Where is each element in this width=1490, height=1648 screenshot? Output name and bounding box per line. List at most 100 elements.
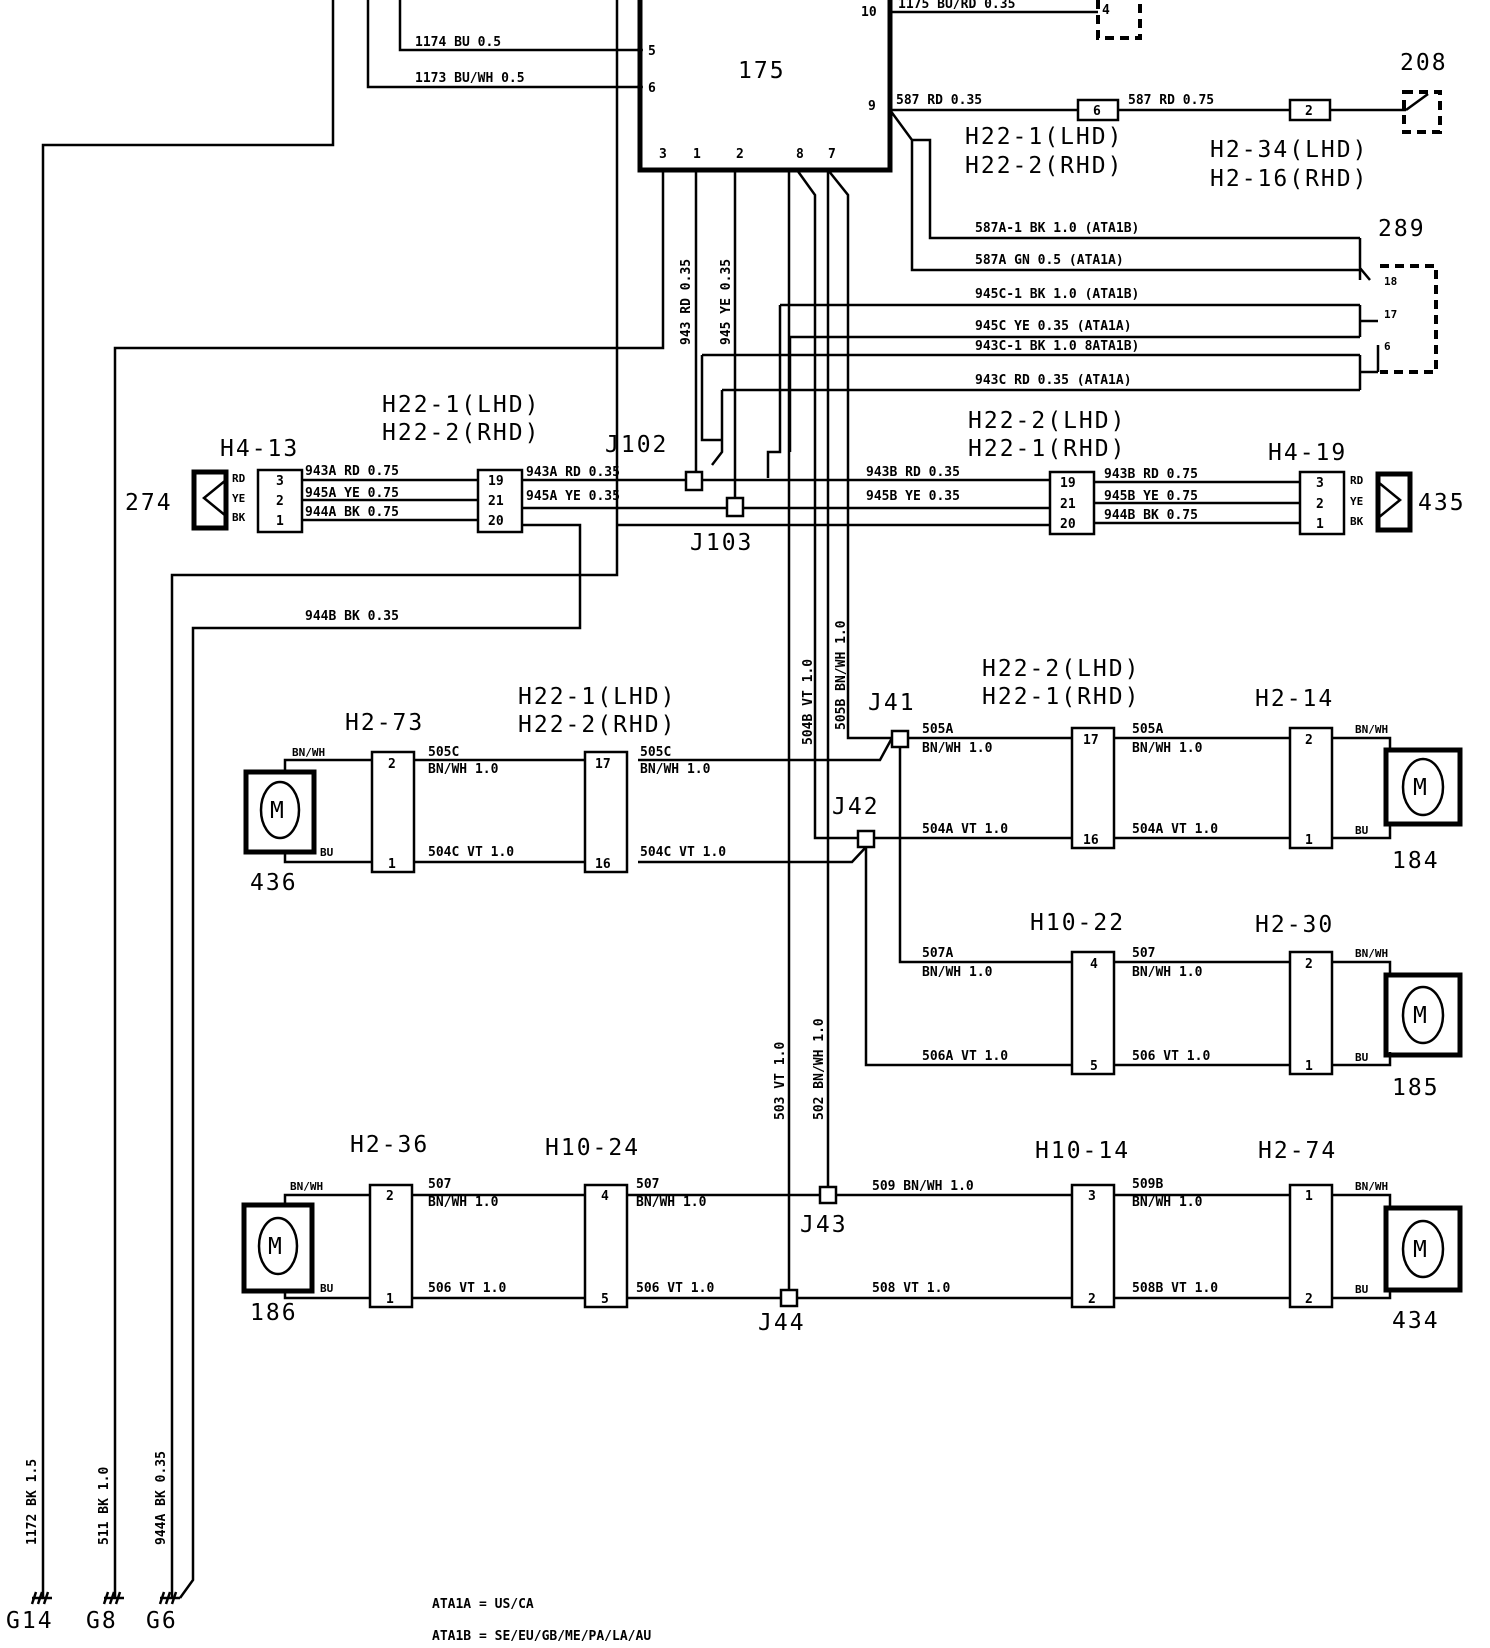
junction-j102: J102 bbox=[605, 432, 668, 458]
svg-text:20: 20 bbox=[1060, 517, 1076, 532]
wire-945c-1: 945C-1 BK 1.0 (ATA1B) bbox=[975, 287, 1139, 302]
wire-509b-spec: BN/WH 1.0 bbox=[1132, 1195, 1203, 1210]
wire-507a-spec: BN/WH 1.0 bbox=[922, 965, 993, 980]
speaker-274 bbox=[191, 469, 229, 531]
label-h22-1-rhd-mid: H22-1(RHD) bbox=[968, 436, 1126, 462]
wire-944b-075: 944B BK 0.75 bbox=[1104, 508, 1198, 523]
connector-h10-24 bbox=[583, 1183, 629, 1309]
connector-h22-436 bbox=[583, 750, 629, 874]
label-h22-1-lhd-mid: H22-1(LHD) bbox=[382, 392, 540, 418]
wire-943b-035: 943B RD 0.35 bbox=[866, 465, 960, 480]
svg-text:2: 2 bbox=[1316, 497, 1324, 512]
component-435: 435 bbox=[1418, 490, 1466, 516]
wire-943c-1: 943C-1 BK 1.0 8ATA1B) bbox=[975, 339, 1139, 354]
connector-h2-74 bbox=[1288, 1183, 1334, 1309]
svg-text:2: 2 bbox=[1088, 1292, 1096, 1307]
label-h22-2-rhd-top: H22-2(RHD) bbox=[965, 153, 1123, 179]
svg-text:RD: RD bbox=[1350, 474, 1364, 487]
svg-text:4: 4 bbox=[1090, 957, 1098, 972]
wire-511: 511 BK 1.0 bbox=[97, 1467, 112, 1545]
svg-text:16: 16 bbox=[595, 857, 611, 872]
label-h22-2-lhd-mid: H22-2(LHD) bbox=[968, 408, 1126, 434]
wire-509b: 509B bbox=[1132, 1177, 1163, 1192]
connector-h10-22 bbox=[1070, 950, 1116, 1076]
wire-507-r1: 507 bbox=[1132, 946, 1155, 961]
svg-text:BN/WH: BN/WH bbox=[1355, 947, 1388, 960]
label-h4-19: H4-19 bbox=[1268, 440, 1347, 466]
wire-504c-r: 504C VT 1.0 bbox=[640, 845, 726, 860]
component-186: 186 bbox=[250, 1300, 298, 1326]
wire-945-ye: 945 YE 0.35 bbox=[719, 259, 734, 345]
svg-text:BN/WH: BN/WH bbox=[1355, 723, 1388, 736]
connector-h22-motor-184 bbox=[1070, 726, 1116, 850]
wire-945a-035: 945A YE 0.35 bbox=[526, 489, 620, 504]
wire-504c-l: 504C VT 1.0 bbox=[428, 845, 514, 860]
wire-504b: 504B VT 1.0 bbox=[801, 659, 816, 745]
svg-text:21: 21 bbox=[1060, 497, 1076, 512]
svg-text:2: 2 bbox=[1305, 1292, 1313, 1307]
ecu-vertical-wires: 943 RD 0.35 945 YE 0.35 bbox=[679, 170, 792, 508]
wire-505a-left: 505A bbox=[922, 722, 953, 737]
motor-434 bbox=[1383, 1205, 1463, 1293]
junction-j41: J41 bbox=[868, 690, 916, 716]
wire-507-b1: 507 bbox=[428, 1177, 451, 1192]
wire-502: 502 BN/WH 1.0 bbox=[812, 1018, 827, 1120]
pin-18: 18 bbox=[1384, 275, 1397, 288]
wire-943-rd: 943 RD 0.35 bbox=[679, 259, 694, 345]
wire-1174: 1174 BU 0.5 bbox=[415, 35, 501, 50]
svg-text:2: 2 bbox=[276, 494, 284, 509]
label-h22-1-rhd-low: H22-1(RHD) bbox=[982, 684, 1140, 710]
component-208: 208 bbox=[1400, 50, 1448, 76]
wire-1172: 1172 BK 1.5 bbox=[25, 1459, 40, 1545]
svg-text:YE: YE bbox=[1350, 495, 1363, 508]
svg-text:19: 19 bbox=[488, 474, 504, 489]
svg-text:19: 19 bbox=[1060, 476, 1076, 491]
label-h2-74: H2-74 bbox=[1258, 1138, 1337, 1164]
wire-944a-075: 944A BK 0.75 bbox=[305, 505, 399, 520]
motor-436-section: H2-73 H22-1(LHD) H22-2(RHD) M 436 BN/WH … bbox=[243, 684, 726, 896]
label-h4-13: H4-13 bbox=[220, 436, 299, 462]
svg-text:17: 17 bbox=[595, 757, 611, 772]
pin-9: 9 bbox=[868, 99, 876, 114]
junction-j44-node bbox=[779, 1288, 799, 1308]
wire-1173: 1173 BU/WH 0.5 bbox=[415, 71, 525, 86]
motor-434-symbol: M bbox=[1413, 1237, 1429, 1263]
pin-7: 7 bbox=[828, 147, 836, 162]
label-h10-22: H10-22 bbox=[1030, 910, 1125, 936]
svg-text:BN/WH: BN/WH bbox=[1355, 1180, 1388, 1193]
speaker-section: H4-13 274 RD YE BK 3 2 1 943A RD 0.75 94… bbox=[125, 392, 1466, 624]
junction-j43-node bbox=[818, 1185, 838, 1205]
svg-text:2: 2 bbox=[1305, 104, 1313, 119]
wire-505a-left-spec: BN/WH 1.0 bbox=[922, 741, 993, 756]
legend-ata1a: ATA1A = US/CA bbox=[432, 1597, 534, 1612]
ground-wires: 1172 BK 1.5 511 BK 1.0 944A BK 0.35 G14 … bbox=[6, 0, 665, 1634]
pin-1: 1 bbox=[693, 147, 701, 162]
connector-h4-19 bbox=[1298, 470, 1346, 536]
svg-text:1: 1 bbox=[276, 514, 284, 529]
svg-text:4: 4 bbox=[601, 1189, 609, 1204]
junction-j44: J44 bbox=[758, 1310, 806, 1336]
wire-504a-right: 504A VT 1.0 bbox=[1132, 822, 1218, 837]
pin-2: 2 bbox=[736, 147, 744, 162]
wire-945c: 945C YE 0.35 (ATA1A) bbox=[975, 319, 1132, 334]
junction-j41-node bbox=[890, 729, 910, 749]
label-h2-14: H2-14 bbox=[1255, 686, 1334, 712]
label-h22-2-lhd-low: H22-2(LHD) bbox=[982, 656, 1140, 682]
motor-bottom-section: 503 VT 1.0 502 BN/WH 1.0 H2-36 H10-24 H1… bbox=[241, 1018, 1463, 1336]
speaker-435 bbox=[1375, 471, 1413, 533]
svg-text:2: 2 bbox=[1305, 957, 1313, 972]
ground-g6: G6 bbox=[146, 1608, 178, 1634]
wire-505c-r-spec: BN/WH 1.0 bbox=[640, 762, 711, 777]
motor-branch-upper: J41 J42 H22-2(LHD) H22-1(RHD) 505A BN/WH… bbox=[638, 656, 1463, 1101]
svg-text:1: 1 bbox=[388, 857, 396, 872]
junction-j42-node bbox=[856, 829, 876, 849]
pin-5: 5 bbox=[648, 44, 656, 59]
wire-1175: 1175 BU/RD 0.35 bbox=[898, 0, 1015, 12]
label-h22-2-rhd-left: H22-2(RHD) bbox=[518, 712, 676, 738]
wire-506-r1: 506 VT 1.0 bbox=[1132, 1049, 1210, 1064]
wire-943a-075: 943A RD 0.75 bbox=[305, 464, 399, 479]
wire-508: 508 VT 1.0 bbox=[872, 1281, 950, 1296]
wire-505c-r: 505C bbox=[640, 745, 671, 760]
label-h10-14: H10-14 bbox=[1035, 1138, 1130, 1164]
